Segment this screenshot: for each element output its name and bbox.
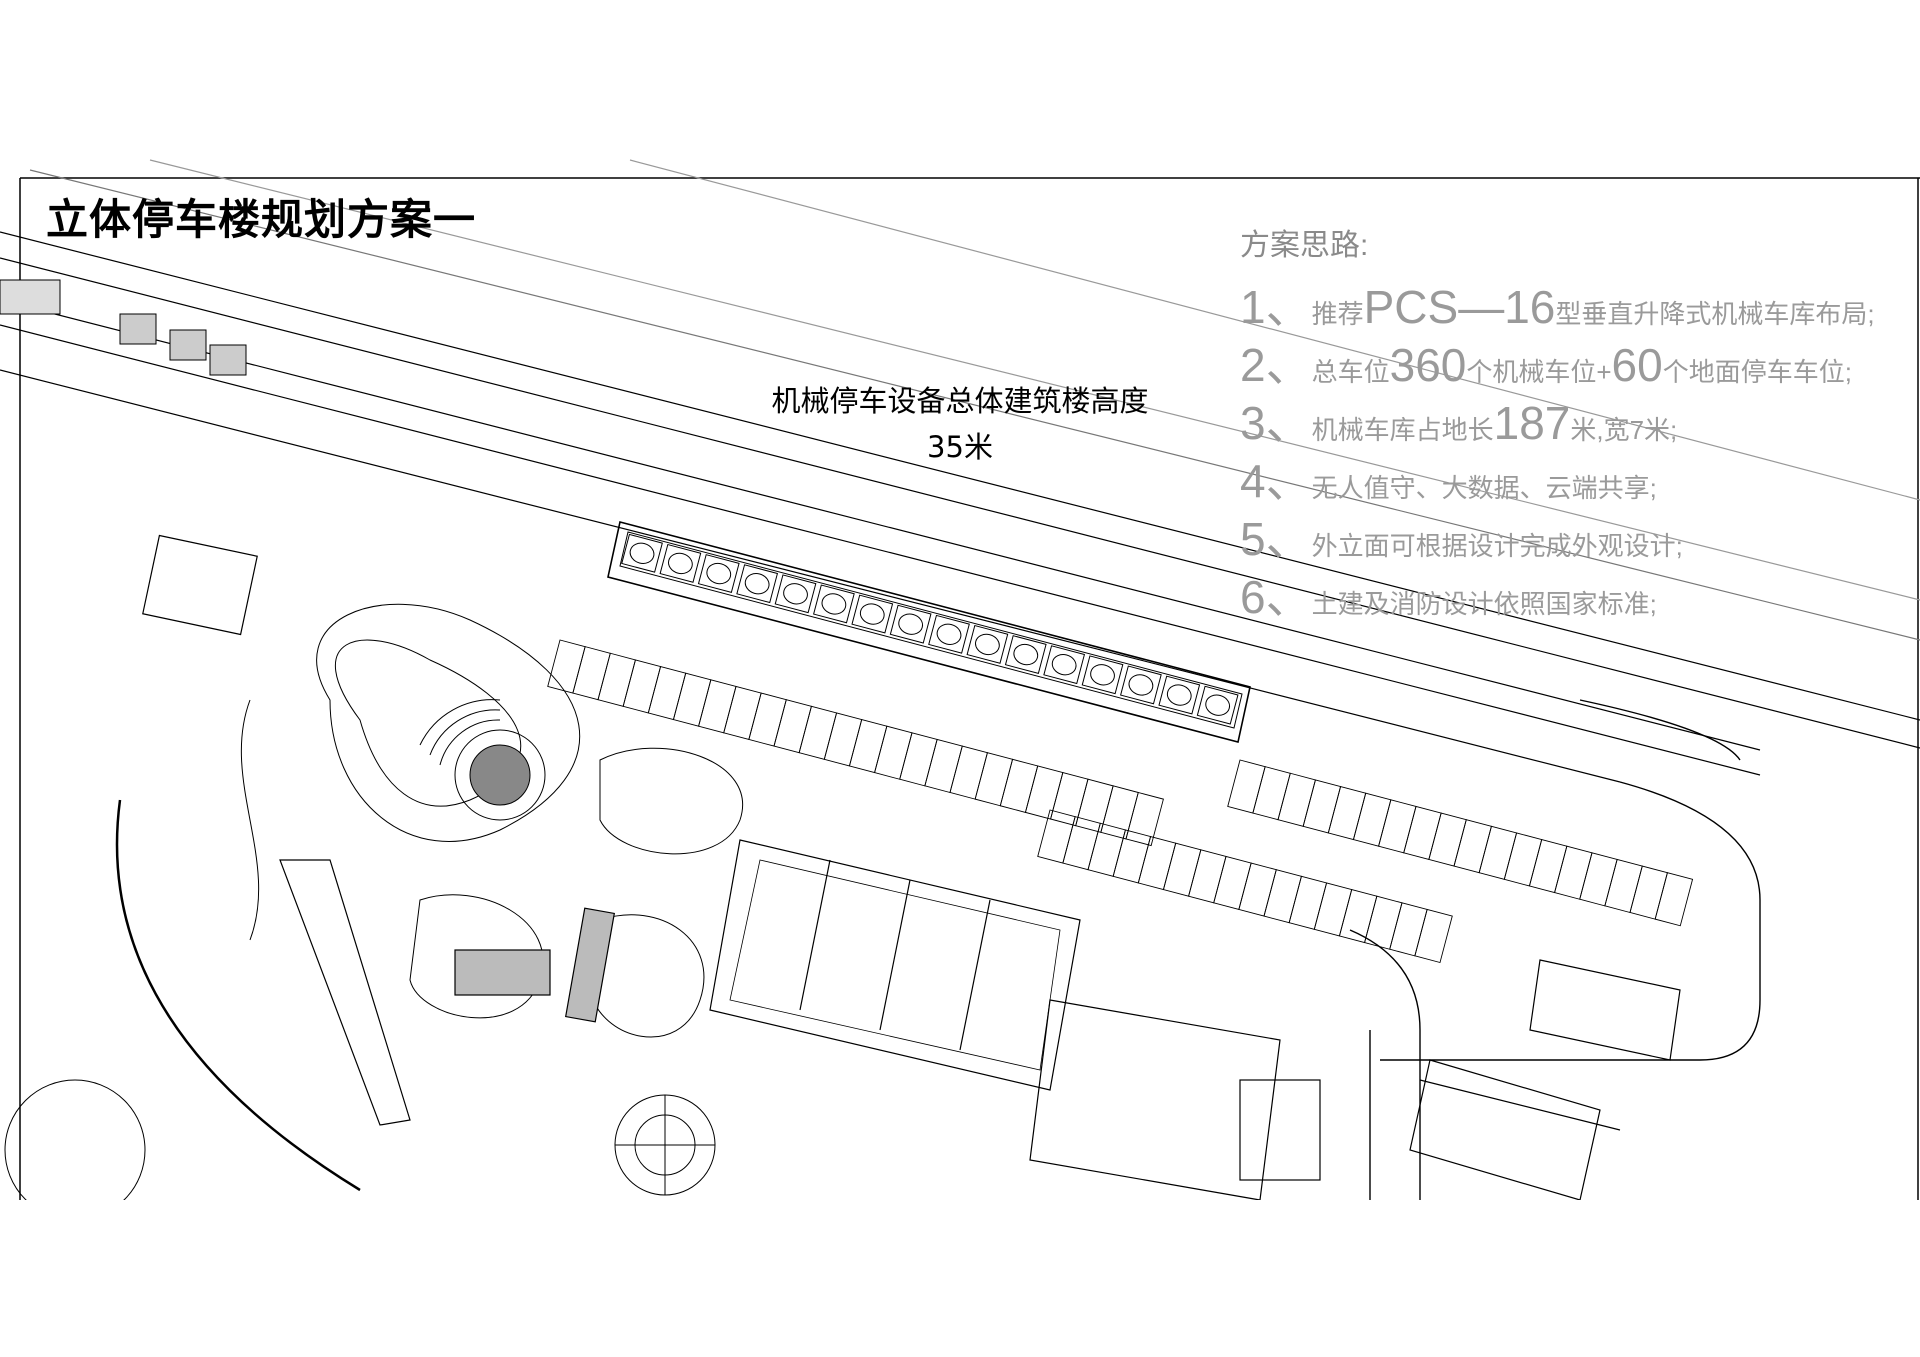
label-line-2: 35米	[927, 430, 993, 464]
parking-bay	[1158, 675, 1201, 715]
note-item-2: 2、总车位360个机械车位+60个地面停车车位;	[1240, 339, 1852, 391]
parking-bay	[736, 564, 779, 604]
road-lines	[0, 159, 1920, 783]
parking-bay	[813, 584, 855, 624]
parking-bay	[1196, 685, 1239, 725]
note-item-4: 4、无人值守、大数据、云端共享;	[1240, 455, 1657, 507]
drawing-frame	[19, 177, 1920, 1200]
parking-tower-row	[607, 521, 1251, 743]
label-line-1: 机械停车设备总体建筑楼高度	[771, 384, 1149, 418]
note-item-1: 1、推荐PCS—16型垂直升降式机械车库布局;	[1240, 281, 1875, 333]
parking-bay	[774, 574, 817, 614]
building-height-label: 机械停车设备总体建筑楼高度 35米	[700, 378, 1220, 470]
parking-bay	[621, 533, 663, 573]
parking-bay	[928, 614, 970, 654]
parking-bay	[966, 624, 1009, 664]
notes-heading: 方案思路:	[1240, 229, 1369, 262]
parking-bay	[1081, 655, 1124, 695]
ground-parking-stalls	[547, 639, 1694, 964]
plan-notes: 方案思路: 1、推荐PCS—16型垂直升降式机械车库布局; 2、总车位360个机…	[1240, 220, 1880, 626]
parking-bay	[1120, 665, 1162, 705]
landscape-garden	[115, 603, 743, 1192]
circular-plaza	[4, 1079, 716, 1221]
parking-bay	[889, 604, 932, 644]
parking-bay	[697, 554, 740, 593]
note-item-6: 6、土建及消防设计依照国家标准;	[1240, 571, 1657, 623]
access-road	[1349, 699, 1761, 1200]
parking-bay	[851, 594, 894, 634]
parking-stall	[1125, 791, 1164, 847]
page-title: 立体停车楼规划方案一	[46, 195, 477, 244]
hatch-strips	[0, 279, 247, 376]
buildings	[142, 534, 1681, 1201]
parking-stall	[1654, 872, 1694, 927]
parking-bay	[1004, 635, 1047, 674]
parking-bay	[659, 543, 702, 583]
note-item-5: 5、外立面可根据设计完成外观设计;	[1240, 513, 1683, 565]
parking-bays	[621, 533, 1239, 725]
amphitheater	[419, 699, 501, 766]
parking-bay	[1043, 645, 1086, 685]
note-item-3: 3、机械车库占地长187米,宽7米;	[1240, 397, 1678, 449]
parking-stall	[1414, 908, 1453, 964]
